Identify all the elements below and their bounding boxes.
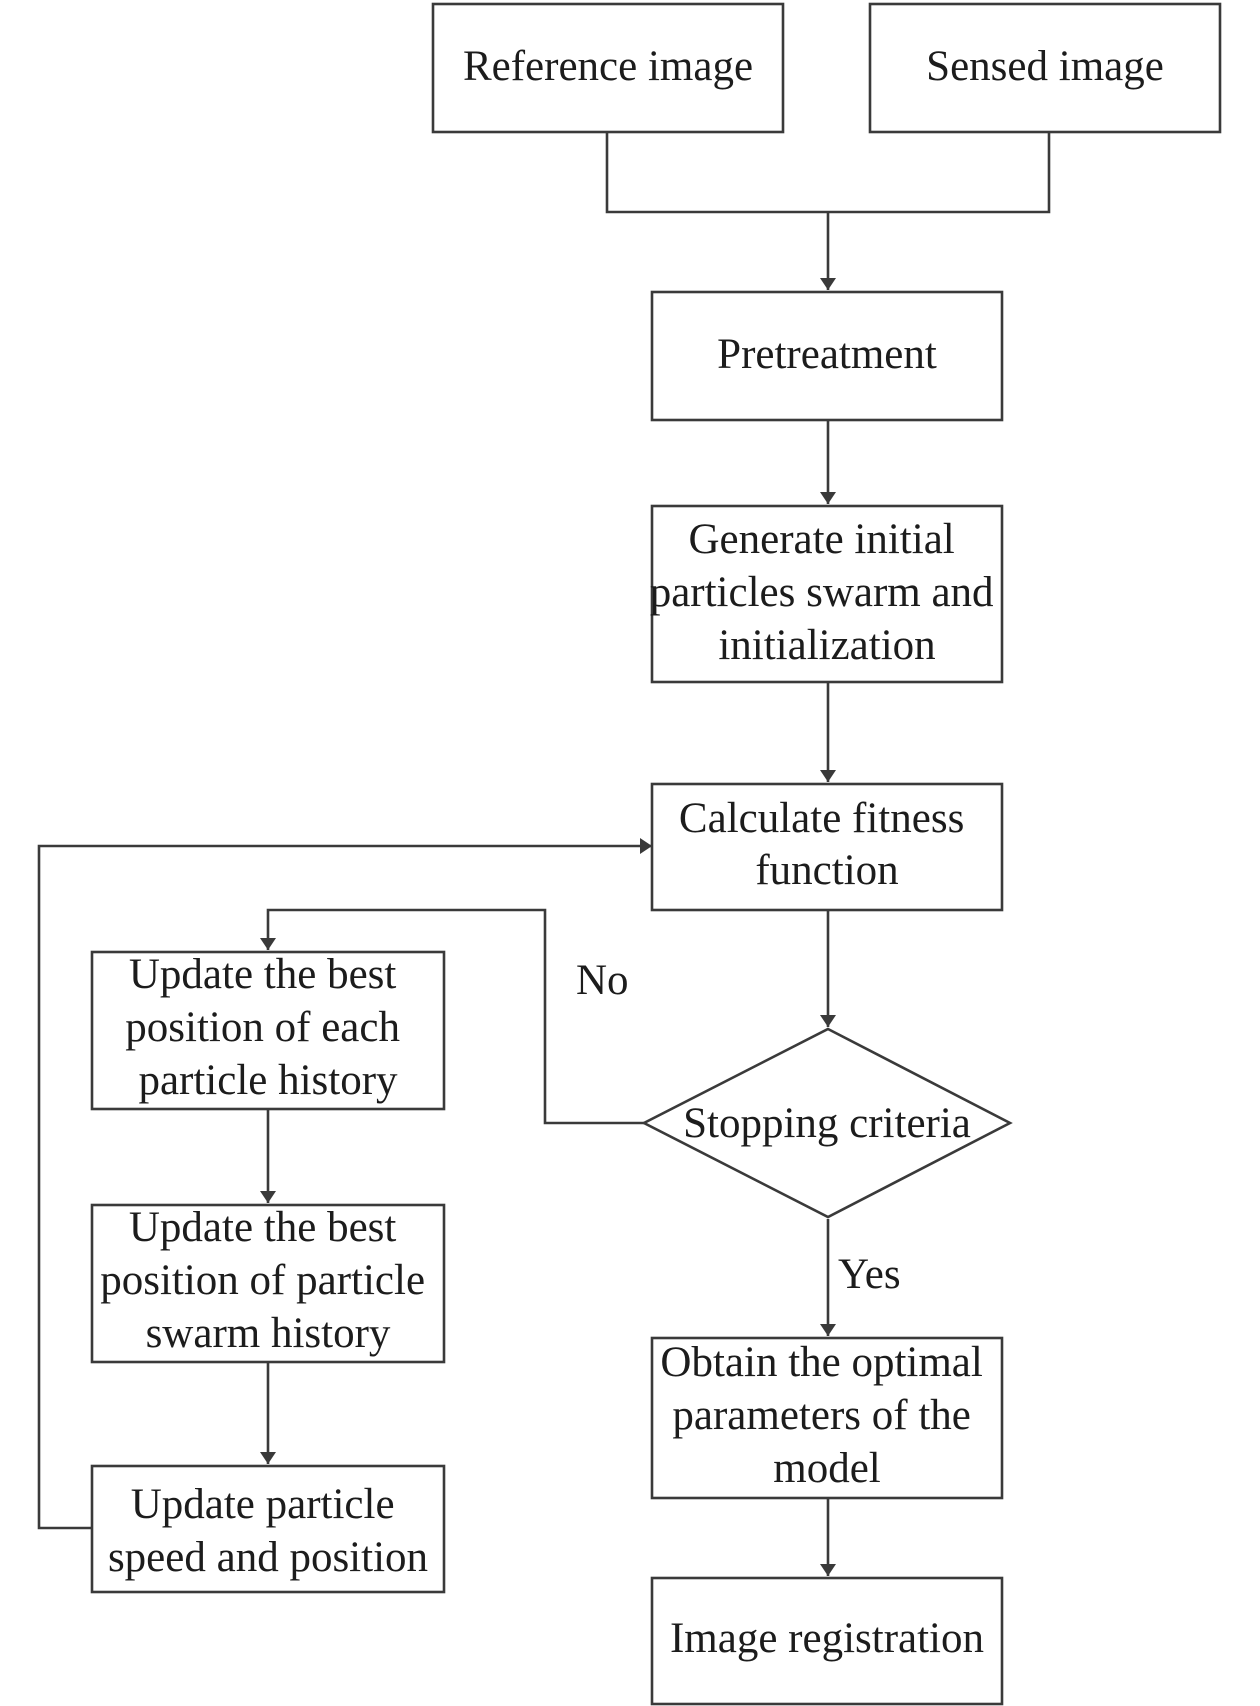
node-reference-image: Reference image [431, 2, 785, 134]
edge-speed-loop-to-fitness [37, 838, 652, 1530]
node-reference-image-box [431, 2, 785, 134]
node-pretreatment: Pretreatment [650, 290, 1004, 422]
node-generate-swarm: Generate initial particles swarm and ini… [650, 504, 1005, 684]
edge-label-no: No [576, 957, 629, 1004]
node-update-speed-position: Update particle speed and position [90, 1464, 446, 1594]
edge-criteria-no-to-particle-best [260, 908, 644, 1125]
node-calculate-fitness-box [650, 782, 1004, 912]
node-obtain-parameters-box [650, 1336, 1004, 1500]
node-generate-swarm-box [650, 504, 1004, 684]
edge-sensed-to-merge [828, 132, 1051, 214]
node-update-particle-best: Update the best position of each particl… [90, 950, 446, 1111]
node-sensed-image-text: Sensed image [926, 43, 1164, 90]
node-update-swarm-best-box [90, 1203, 446, 1364]
node-image-registration: Image registration [650, 1576, 1004, 1706]
edge-reference-to-merge [605, 132, 828, 214]
node-update-swarm-best-text: Update the best position of particle swa… [100, 1204, 436, 1357]
node-sensed-image-box [868, 2, 1222, 134]
node-generate-swarm-text: Generate initial particles swarm and ini… [650, 516, 1005, 669]
node-image-registration-text: Image registration [670, 1615, 984, 1662]
node-update-speed-position-box [90, 1464, 446, 1594]
node-pretreatment-text: Pretreatment [717, 331, 937, 378]
node-sensed-image: Sensed image [868, 2, 1222, 134]
node-update-swarm-best: Update the best position of particle swa… [90, 1203, 446, 1364]
node-calculate-fitness-text: Calculate fitness function [679, 795, 975, 894]
node-reference-image-text: Reference image [463, 43, 753, 90]
node-obtain-parameters: Obtain the optimal parameters of the mod… [650, 1336, 1004, 1500]
node-stopping-criteria-text: Stopping criteria [683, 1100, 971, 1147]
node-update-particle-best-text: Update the best position of each particl… [125, 951, 410, 1104]
node-stopping-criteria-diamond [641, 1027, 1013, 1219]
node-obtain-parameters-text: Obtain the optimal parameters of the mod… [660, 1339, 993, 1492]
node-update-particle-best-box [90, 950, 446, 1111]
connectors [37, 132, 1051, 1576]
node-image-registration-box [650, 1576, 1004, 1706]
node-stopping-criteria: Stopping criteria [641, 1027, 1013, 1219]
edge-label-yes: Yes [838, 1251, 901, 1298]
node-calculate-fitness: Calculate fitness function [650, 782, 1004, 912]
node-update-speed-position-text: Update particle speed and position [108, 1481, 428, 1581]
node-pretreatment-box [650, 290, 1004, 422]
